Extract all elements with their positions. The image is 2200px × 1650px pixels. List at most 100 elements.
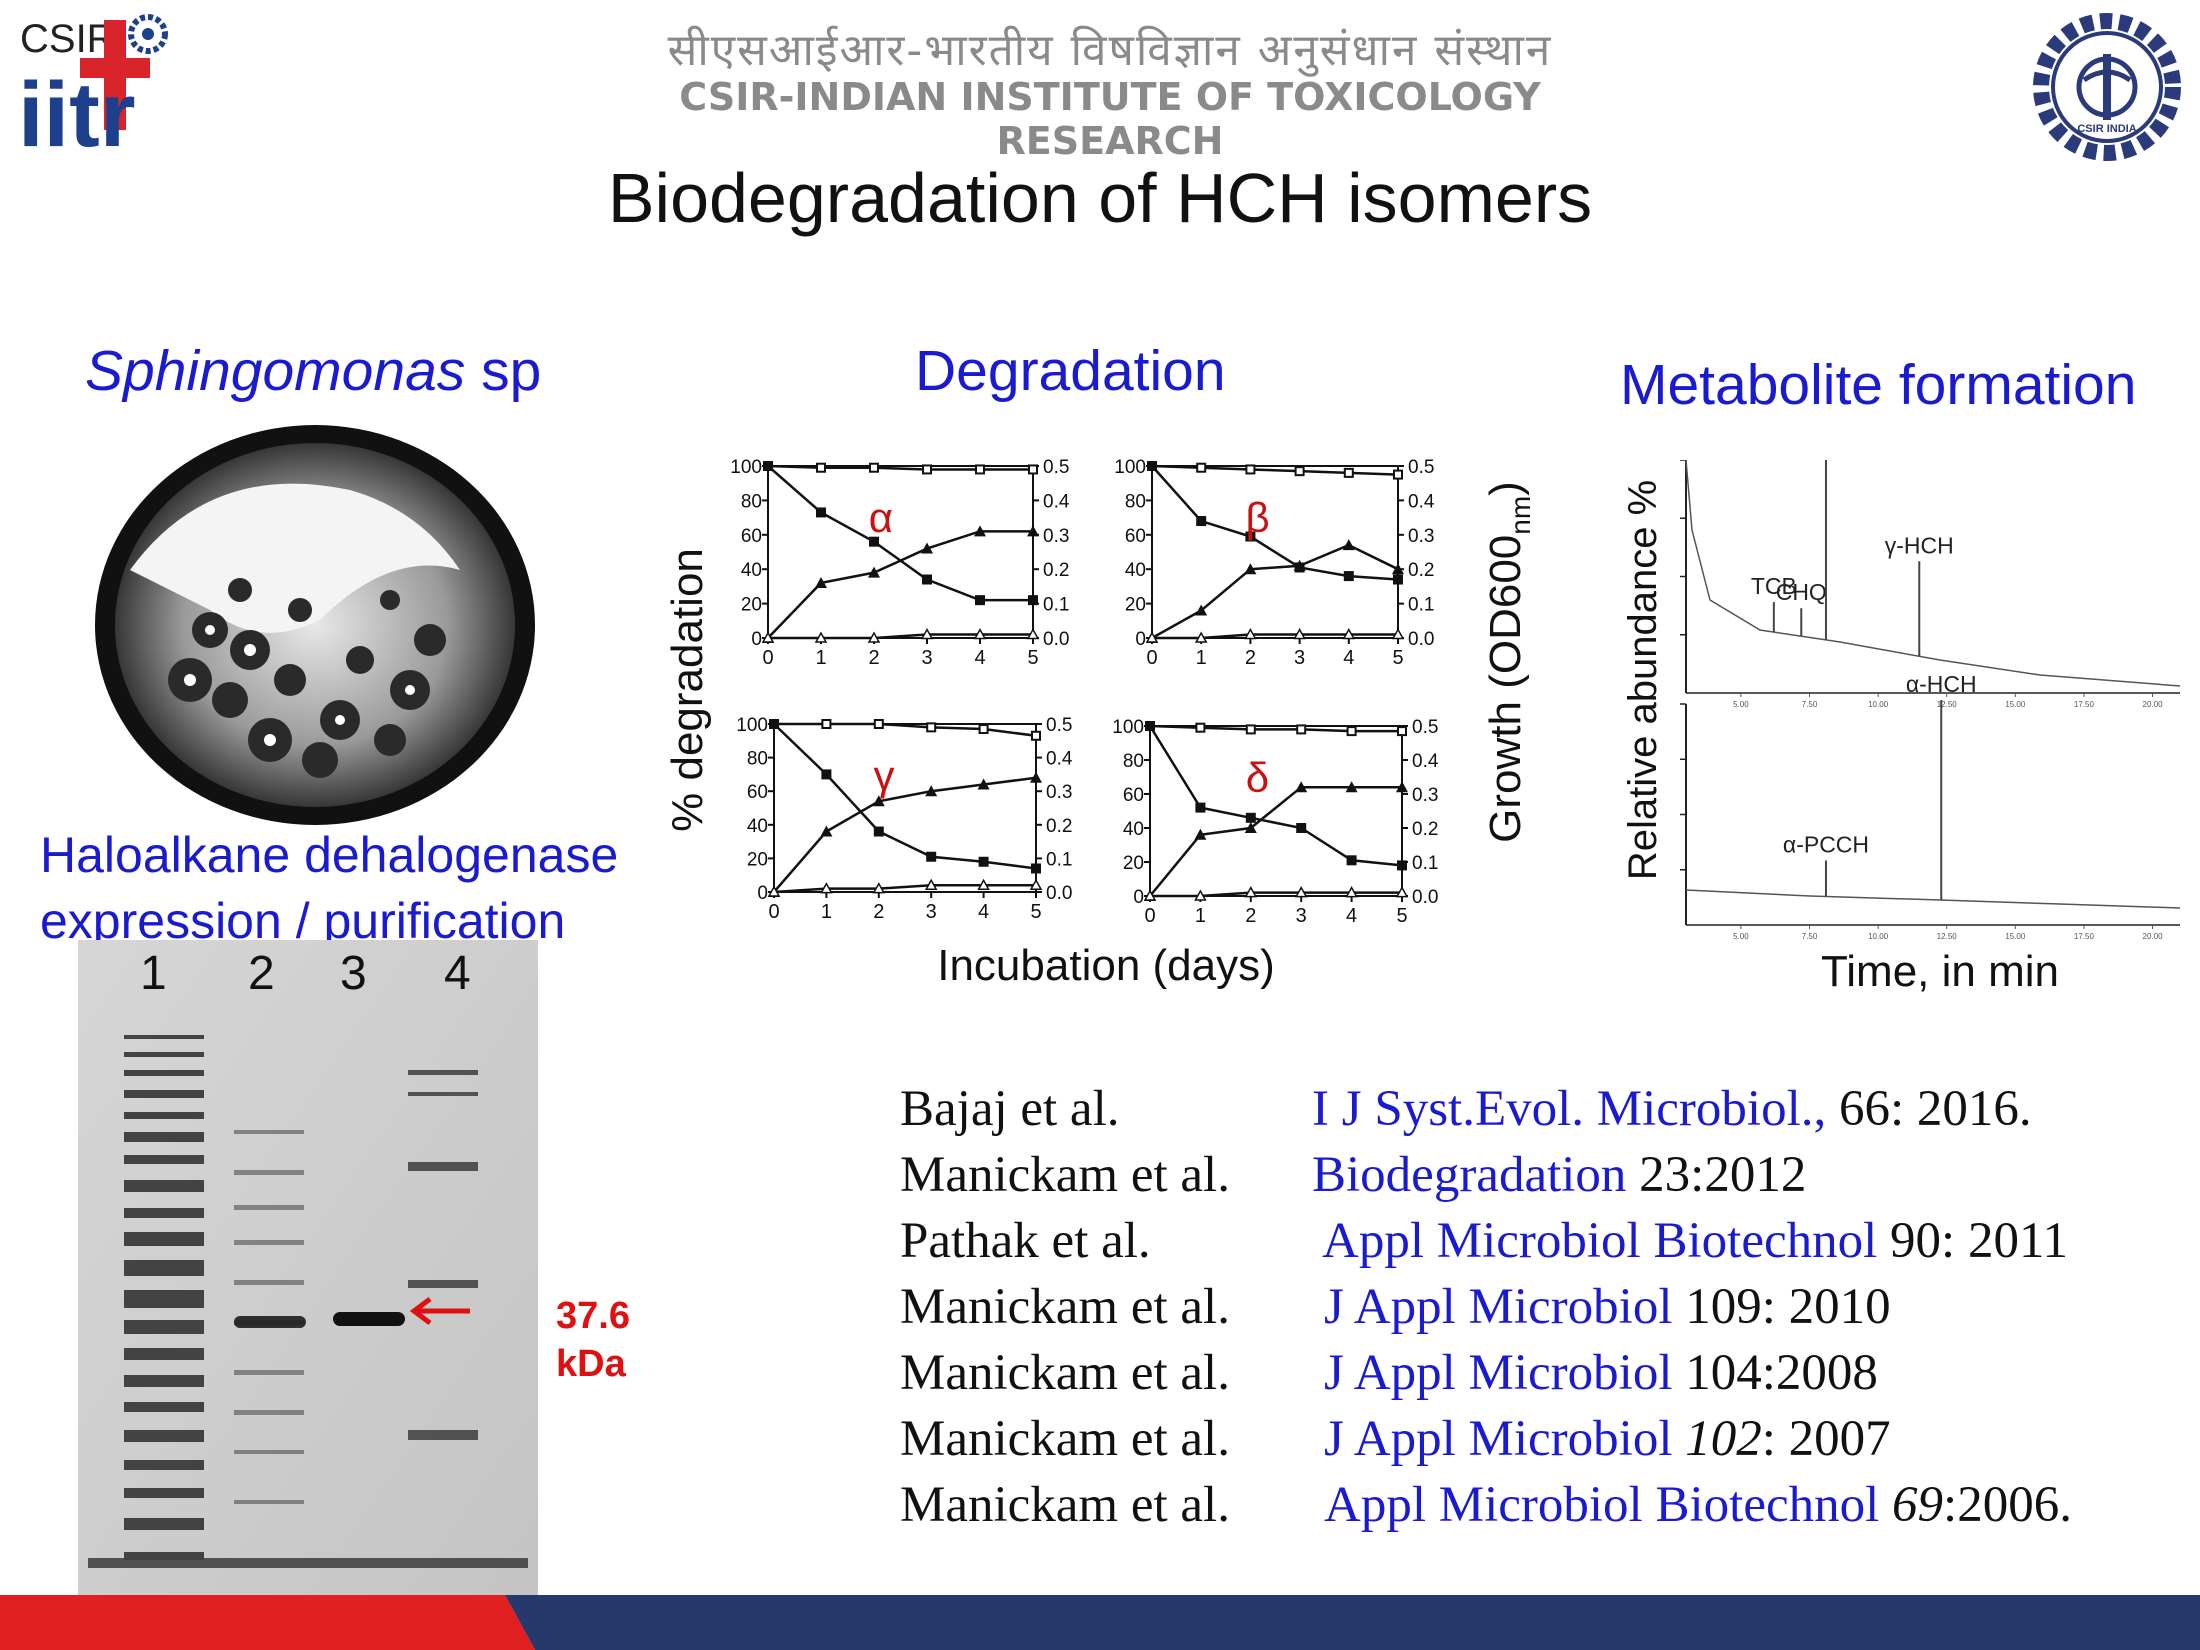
data-point-filled-triangle [925,785,938,797]
reference-year: :2006. [1943,1477,2072,1533]
data-point-filled-square [1343,571,1354,582]
x-tick-label: 1 [815,647,826,669]
y-right-tick-label: 0.5 [1046,715,1072,736]
y-left-tick-label: 40 [747,816,768,837]
chromatogram-x-tick-label: 12.50 [1937,700,1958,709]
chromatogram-x-tick-label: 17.50 [2074,700,2095,709]
series-line-open-triangle [1152,633,1398,640]
reference-authors: Manickam et al. [900,1411,1230,1467]
reference-journal[interactable]: Appl Microbiol Biotechnol [1322,1213,1878,1269]
chromatogram-x-tick-label: 17.50 [2074,932,2095,941]
data-point-open-triangle [761,631,775,643]
y-right-tick-label: 0.3 [1412,785,1438,806]
data-point-filled-square [1147,461,1157,471]
y-right-tick-label: 0.0 [1046,883,1072,904]
data-point-open-square [1031,730,1041,741]
haloalkane-heading: Haloalkane dehalogenase expression / pur… [40,822,618,954]
peak-label: TCB [1751,573,1797,599]
chromatogram-x-tick-label: 12.50 [1937,932,1958,941]
x-tick-label: 1 [821,901,832,923]
y-left-tick-label: 60 [747,782,768,803]
y-right-tick-label: 0.4 [1043,491,1070,512]
data-point-filled-triangle [820,825,833,837]
logo-text-iitr: iitr [18,64,136,158]
footer-band [0,1595,2200,1650]
y-right-tick-label: 0.1 [1412,853,1438,874]
data-point-filled-square [1028,595,1038,606]
y-left-tick-label: 80 [747,749,768,770]
reference-authors: Bajaj et al. [900,1081,1120,1137]
reference-journal[interactable]: I J Syst.Evol. Microbiol., [1312,1081,1827,1137]
reference-citation: J Appl Microbiol 102: 2007 [1324,1410,1891,1468]
y-left-tick-label: 40 [1123,819,1144,840]
data-point-filled-square [1245,531,1256,542]
reference-volume-italic: 102 [1685,1411,1762,1467]
data-point-open-triangle [867,631,881,643]
x-tick-label: 4 [974,647,985,669]
series-line-open-square [767,464,1033,471]
x-tick-label: 0 [1146,647,1157,669]
series-line-open-square [1149,724,1402,733]
x-tick-label: 3 [921,647,932,669]
data-point-filled-triangle [868,566,880,578]
gel-lane-3-label: 3 [340,947,367,1000]
reference-citation: I J Syst.Evol. Microbiol., 66: 2016. [1312,1080,2032,1138]
reference-volume: 66: 2016. [1826,1081,2032,1137]
data-point-open-square [1195,722,1206,733]
data-point-open-square [1343,467,1354,478]
y-left-tick-label: 20 [741,595,762,616]
growth-label-sub: nm [1505,496,1536,535]
sphingomonas-heading: Sphingomonas sp [85,338,541,404]
x-tick-label: 3 [926,901,937,923]
y-left-tick-label: 80 [1123,751,1144,772]
y-left-tick-label: 0 [1133,887,1144,908]
data-point-open-triangle [814,631,828,643]
y-right-tick-label: 0.2 [1043,560,1069,581]
x-tick-label: 2 [1245,647,1256,669]
data-point-filled-triangle [1244,822,1257,833]
data-point-open-triangle [872,882,886,894]
data-point-open-square [978,724,989,735]
reference-journal[interactable]: J Appl Microbiol [1324,1345,1673,1401]
reference-journal[interactable]: J Appl Microbiol [1324,1411,1673,1467]
y-right-tick-label: 0.3 [1408,526,1434,547]
reference-authors: Manickam et al. [900,1477,1230,1533]
data-point-filled-square [975,595,985,606]
data-point-filled-square [922,574,932,585]
reference-journal[interactable]: J Appl Microbiol [1324,1279,1673,1335]
x-tick-label: 3 [1296,905,1307,927]
chromatogram-x-tick-label: 7.50 [1802,700,1818,709]
data-point-filled-square [869,536,879,547]
data-point-filled-square [1195,802,1206,813]
molecular-weight-label: 37.6 kDa [556,1292,630,1388]
reference-journal[interactable]: Appl Microbiol Biotechnol [1324,1477,1880,1533]
data-point-open-square [821,719,832,729]
y-right-tick-label: 0.2 [1046,816,1072,837]
genus-name: Sphingomonas [85,339,466,403]
petri-dish-image [95,425,535,825]
y-left-tick-label: 0 [1135,629,1146,650]
reference-volume: 90: 2011 [1877,1213,2069,1269]
data-point-open-square [1346,726,1357,737]
y-right-tick-label: 0.0 [1408,629,1434,650]
reference-journal[interactable]: Biodegradation [1312,1147,1627,1203]
data-point-open-square [1196,462,1207,473]
y-left-tick-label: 100 [1114,457,1146,478]
y-left-tick-label: 60 [1125,526,1146,547]
reference-volume-italic: 69 [1892,1477,1944,1533]
data-point-filled-triangle [1295,781,1308,793]
data-point-open-square [1245,724,1256,735]
haloalkane-line-2: expression / purification [40,893,566,949]
data-point-open-triangle [767,885,781,897]
y-left-tick-label: 80 [1125,491,1146,512]
data-point-open-square [869,462,879,473]
series-line-open-triangle [1150,891,1402,898]
x-tick-label: 0 [762,647,773,669]
series-line-filled-triangle [767,530,1033,639]
logo-text-csir: CSIR [20,17,116,61]
isomer-label: β [1245,494,1269,541]
